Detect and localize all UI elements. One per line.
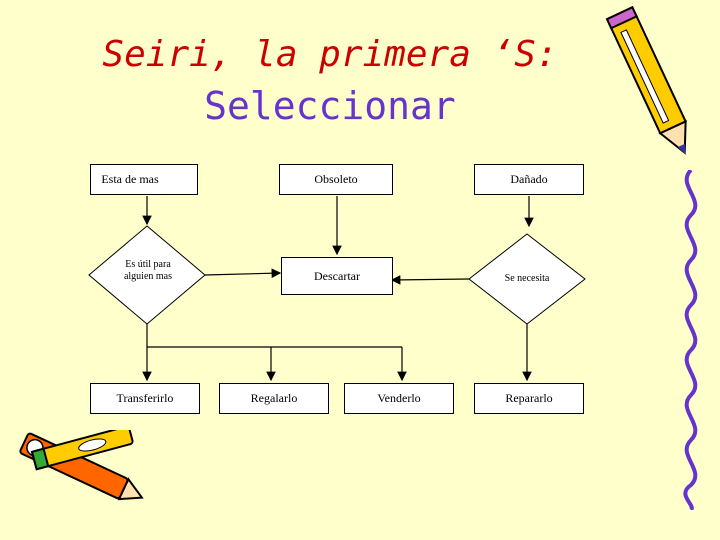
node-transfer: Transferirlo [90,383,200,414]
node-repair: Repararlo [474,383,584,414]
node-gift: Regalarlo [219,383,329,414]
node-discard-label: Descartar [314,268,360,283]
decision-useful-label: Es útil para alguien mas [108,259,188,283]
node-obsolete: Obsoleto [279,164,393,195]
node-damaged-label: Dañado [510,172,548,186]
pencil-icon [605,5,687,155]
slide-subtitle: Seleccionar [204,84,456,128]
node-extra-label: Esta de mas [101,172,159,186]
node-sell: Venderlo [344,383,454,414]
node-obsolete-label: Obsoleto [314,172,358,186]
node-sell-label: Venderlo [377,391,421,405]
arrow-useful-to-discard [204,268,282,279]
node-gift-label: Regalarlo [250,391,298,405]
slide-title: Seiri, la primera ‘S: [102,34,558,75]
squiggle-border [683,170,698,510]
crayons-icon [19,430,144,501]
decision-useful-line1: Es útil para [125,259,171,270]
node-discard: Descartar [281,257,393,295]
node-extra: Esta de mas [90,164,198,195]
node-repair-label: Repararlo [505,391,553,405]
decision-useful-line2: alguien mas [123,271,173,282]
decision-needed-line1: Se necesita [504,273,550,284]
node-transfer-label: Transferirlo [116,391,174,405]
arrow-needed-to-discard [390,275,470,285]
decision-needed-label: Se necesita [487,273,567,285]
node-damaged: Dañado [474,164,584,195]
